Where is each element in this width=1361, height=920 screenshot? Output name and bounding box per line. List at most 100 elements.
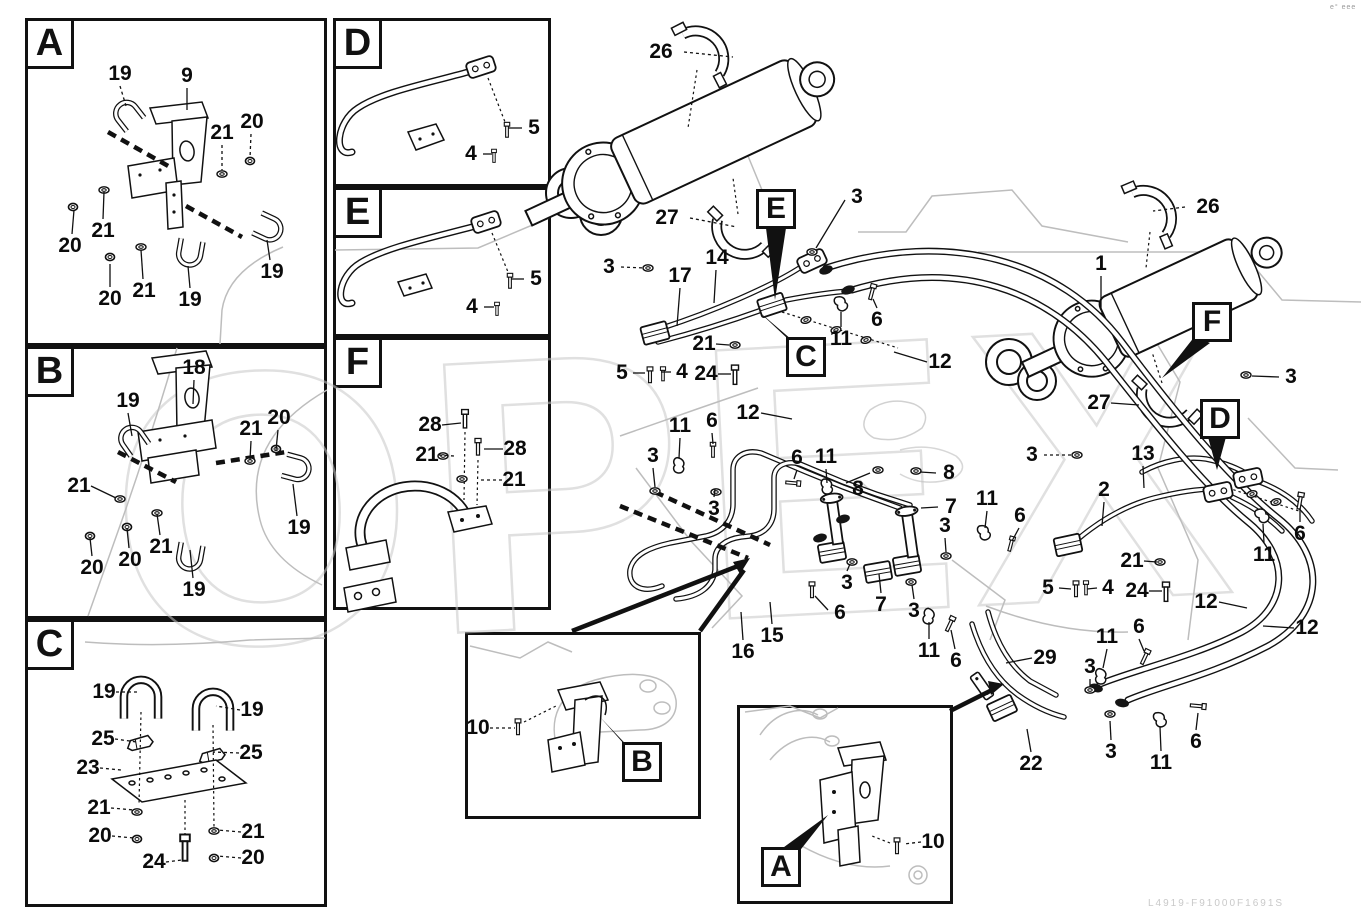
leader-line [1138,638,1145,652]
section-box-e: E [333,187,551,337]
part-label-3: 3 [851,185,863,208]
leader-line [1101,501,1105,527]
leader-line [1262,523,1265,544]
leader-line [1110,402,1140,406]
leader-line [1159,726,1162,752]
leader-line [944,537,947,553]
leader-line [689,217,738,228]
leader-line [815,199,846,249]
part-label-6: 6 [834,601,846,624]
section-box-b: B [25,346,327,619]
part-label-26: 26 [649,40,673,63]
callout-e: E [756,189,796,229]
part-label-29: 29 [1033,646,1057,669]
part-label-13: 13 [1131,442,1155,465]
part-label-11: 11 [1095,625,1119,648]
leader-line [1218,601,1248,609]
leader-line [1086,587,1098,590]
callout-d: D [1200,399,1240,439]
part-label-24: 24 [694,362,718,385]
leader-line [1152,206,1186,212]
part-label-6: 6 [1014,504,1026,527]
part-label-3: 3 [908,599,920,622]
leader-line [1102,648,1108,669]
part-label-24: 24 [1125,579,1149,602]
leader-line [713,269,717,304]
part-label-4: 4 [1102,576,1114,599]
part-label-11: 11 [1149,751,1173,774]
part-label-2: 2 [1098,478,1110,501]
part-label-12: 12 [928,350,952,373]
part-label-3: 3 [1105,740,1117,763]
part-label-3: 3 [939,514,951,537]
section-box-c: C [25,619,327,907]
part-label-3: 3 [841,571,853,594]
part-label-3: 3 [1084,655,1096,678]
leader-line [740,611,744,641]
inset-box-b [465,632,701,819]
callout-f: F [1192,302,1232,342]
part-label-27: 27 [1087,391,1111,414]
part-label-6: 6 [1133,615,1145,638]
leader-line [620,266,645,269]
part-label-21: 21 [692,332,716,355]
part-label-6: 6 [791,446,803,469]
part-label-6: 6 [950,649,962,672]
part-label-6: 6 [1294,522,1306,545]
part-label-21: 21 [1120,549,1144,572]
part-label-11: 11 [1252,543,1276,566]
leader-line [678,437,681,459]
part-label-8: 8 [943,461,955,484]
strap-26-right [1110,179,1183,250]
corner-note: e° eee [1330,4,1357,11]
part-label-11: 11 [814,445,838,468]
leader-line [950,629,956,650]
part-label-5: 5 [616,361,628,384]
part-label-14: 14 [705,246,729,269]
leader-line [846,563,851,572]
part-label-3: 3 [1026,443,1038,466]
leader-line [911,584,915,600]
section-letter-f: F [336,340,382,388]
leader-line [1026,728,1032,753]
part-label-5: 5 [1042,576,1054,599]
part-label-3: 3 [647,444,659,467]
leader-line [1262,625,1295,629]
part-label-17: 17 [668,264,692,287]
hydraulic-cylinder-right [985,236,1283,401]
part-label-15: 15 [760,624,784,647]
part-label-6: 6 [1190,730,1202,753]
part-label-12: 12 [736,401,760,424]
leader-line [1251,375,1280,378]
part-label-27: 27 [655,206,679,229]
leader-line [760,412,793,420]
leader-line [845,472,871,484]
section-letter-a: A [28,21,74,69]
leader-line [920,506,939,509]
part-label-11: 11 [975,487,999,510]
part-label-22: 22 [1019,752,1043,775]
section-box-f: F [333,337,551,610]
leader-line [919,471,937,474]
part-label-7: 7 [875,593,887,616]
part-label-6: 6 [871,308,883,331]
callout-inset-b: B [622,742,662,782]
leader-line [683,51,734,58]
part-label-11: 11 [917,639,941,662]
leader-line [713,488,716,498]
leader-line [715,343,730,346]
strap-27-right [1131,364,1204,435]
strap-26-upper [664,21,734,89]
section-letter-d: D [336,21,382,69]
hydraulic-cylinder-upper [524,57,836,236]
part-label-16: 16 [731,640,755,663]
dashed-alignment-line [619,503,749,561]
leader-line [984,510,988,529]
part-label-8: 8 [852,477,864,500]
part-label-26: 26 [1196,195,1220,218]
leader-line [711,432,714,445]
leader-line [1109,720,1112,741]
leader-line [1011,527,1020,542]
part-label-7: 7 [945,495,957,518]
